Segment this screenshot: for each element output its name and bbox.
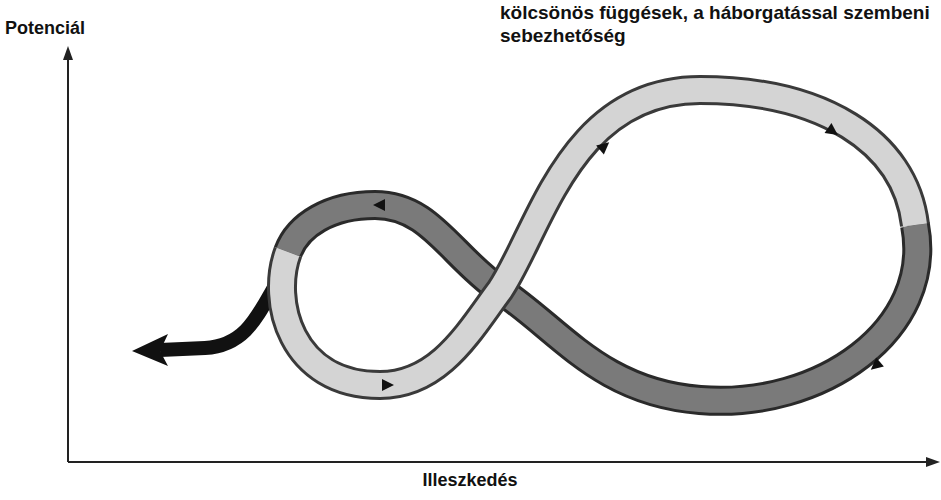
- axis-label: Potenciál: [5, 18, 145, 40]
- direction-arrowheads: [373, 123, 884, 391]
- axes: [63, 46, 940, 467]
- annotation: kölcsönös függések, a háborgatással szem…: [500, 2, 932, 48]
- exit-arrow: [132, 262, 290, 366]
- light-ribbon: [282, 90, 915, 385]
- axis-label: Illeszkedés: [370, 470, 570, 492]
